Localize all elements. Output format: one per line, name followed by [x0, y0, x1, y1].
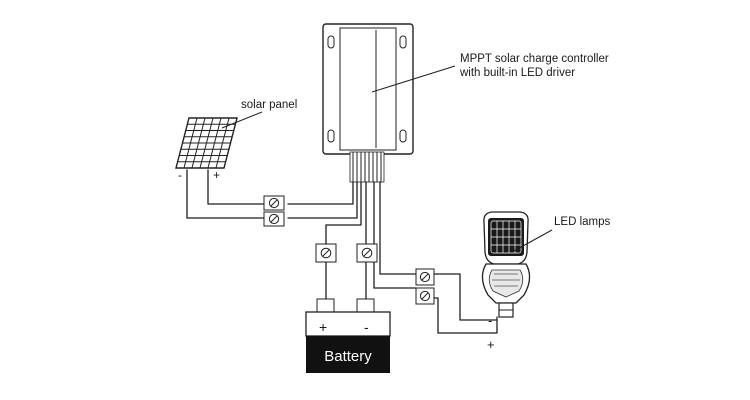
- battery-terminal-block-left: [315, 243, 337, 263]
- solar-panel-leader-line: [221, 111, 263, 129]
- charge-controller: [322, 23, 414, 183]
- battery-label: Battery: [324, 348, 372, 365]
- panel-plus-sign: +: [213, 168, 220, 182]
- lamp-minus-sign: -: [488, 313, 492, 328]
- lamp-terminal-block: [415, 268, 435, 305]
- controller-label-line2: with built-in LED driver: [459, 67, 575, 79]
- controller-label-line1: MPPT solar charge controller: [460, 53, 609, 65]
- solar-panel-label: solar panel: [241, 99, 297, 111]
- led-lamp: [481, 211, 531, 318]
- led-lamps-label: LED lamps: [554, 216, 610, 228]
- battery: [305, 298, 391, 373]
- controller-leader-line: [371, 65, 456, 93]
- panel-terminal-block: [263, 195, 285, 227]
- battery-terminal-block-right: [356, 243, 378, 263]
- solar-panel: [175, 117, 238, 169]
- mounting-slot-icon: [327, 35, 407, 143]
- lamp-plus-sign: +: [487, 337, 495, 352]
- wires: [186, 169, 498, 334]
- led-lamps-leader-line: [511, 229, 553, 253]
- panel-minus-sign: -: [178, 168, 182, 182]
- battery-plus-sign: +: [319, 319, 327, 335]
- battery-minus-sign: -: [364, 319, 369, 335]
